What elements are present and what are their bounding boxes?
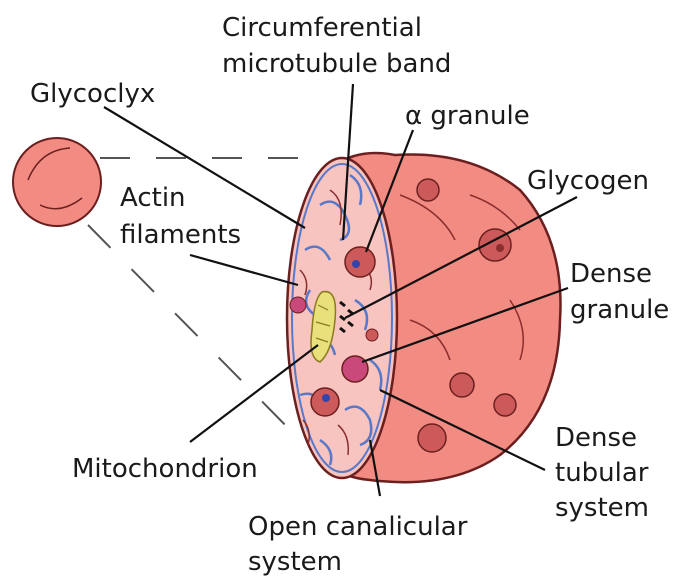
label-mitochondrion: Mitochondrion (72, 454, 258, 484)
label-dense-tubular-1: Dense (555, 423, 637, 453)
label-dense-granule-1: Dense (570, 259, 652, 289)
label-dense-granule-2: granule (570, 295, 669, 325)
label-dense-tubular-3: system (555, 493, 649, 523)
label-actin-1: Actin (120, 183, 186, 213)
label-circumferential-2: microtubule band (222, 49, 451, 79)
small-platelet (13, 138, 101, 226)
cross-section (287, 158, 397, 478)
label-circumferential-1: Circumferential (222, 13, 422, 43)
label-actin-2: filaments (120, 220, 241, 250)
label-glycoclyx: Glycoclyx (30, 79, 155, 109)
label-dense-tubular-2: tubular (555, 458, 649, 488)
label-open-canalicular-1: Open canalicular (248, 512, 468, 542)
label-glycogen: Glycogen (527, 166, 649, 196)
label-alpha-granule: α granule (405, 101, 530, 131)
label-open-canalicular-2: system (248, 547, 342, 577)
